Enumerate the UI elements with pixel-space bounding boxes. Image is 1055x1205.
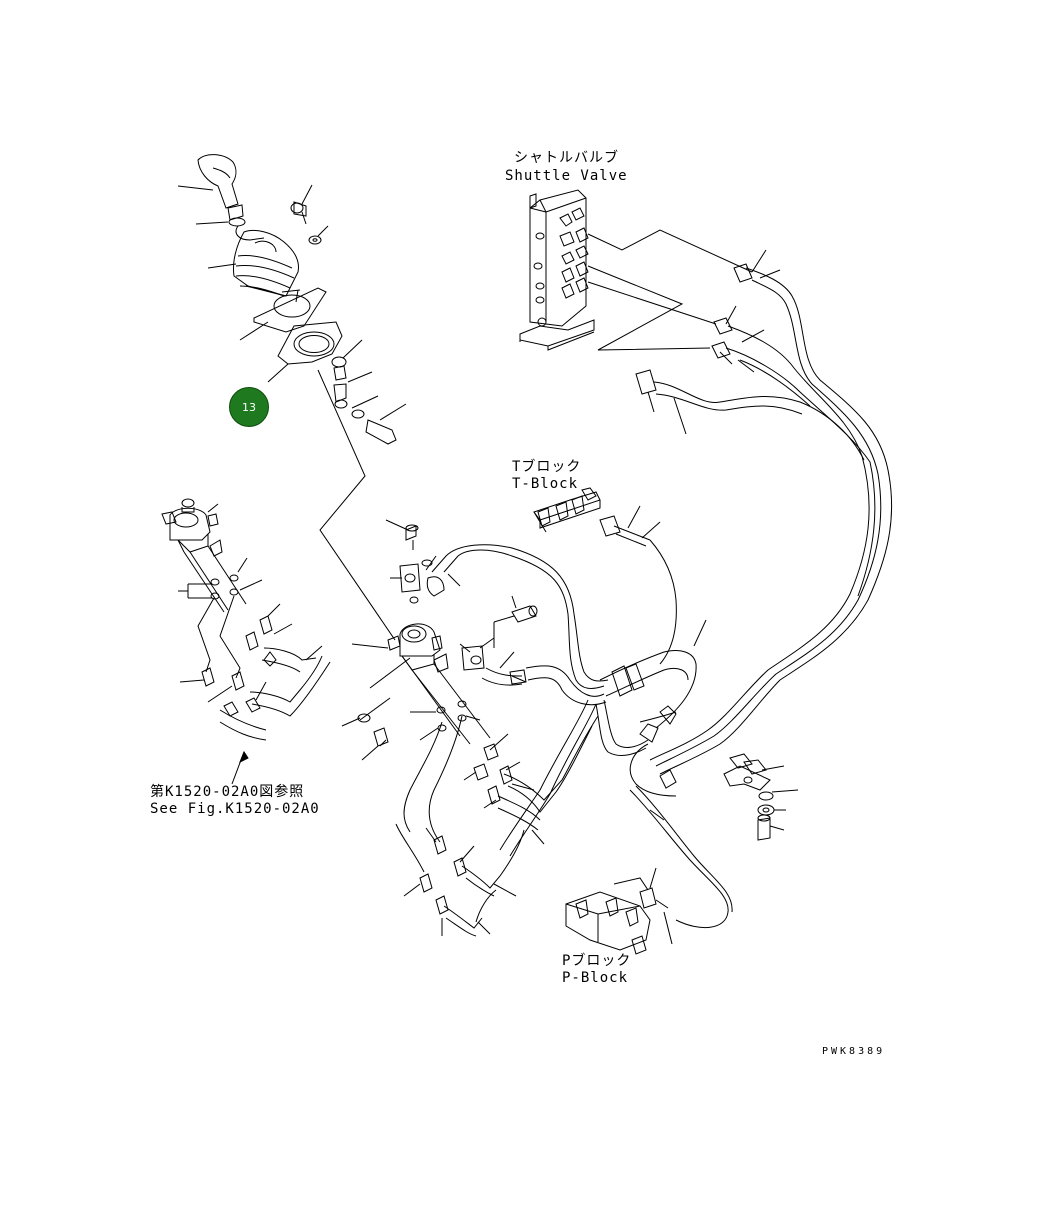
p-block-assembly xyxy=(566,868,672,954)
t-block-assembly xyxy=(534,488,676,664)
shuttle-valve-assembly xyxy=(520,190,752,350)
right-bracket-assembly xyxy=(724,754,798,840)
callout-13[interactable]: 13 xyxy=(229,387,269,427)
shuttle-valve-label-jp: シャトルバルブ xyxy=(514,150,619,166)
joystick-lever-assembly xyxy=(178,155,406,640)
t-block-label-en: T-Block xyxy=(512,476,579,492)
p-block-label-en: P-Block xyxy=(562,970,629,986)
shuttle-valve-label-en: Shuttle Valve xyxy=(505,168,628,184)
pilot-valve-reference xyxy=(162,499,330,784)
t-block-label-jp: Tブロック xyxy=(512,459,582,475)
see-figure-label-en: See Fig.K1520-02A0 xyxy=(150,801,320,817)
p-block-label-jp: Pブロック xyxy=(562,953,632,969)
see-figure-label-jp: 第K1520-02A0図参照 xyxy=(150,784,305,800)
pilot-hose-bundle xyxy=(600,250,892,928)
drawing-number: PWK8389 xyxy=(822,1046,886,1057)
center-pilot-valve-assembly xyxy=(342,520,648,936)
